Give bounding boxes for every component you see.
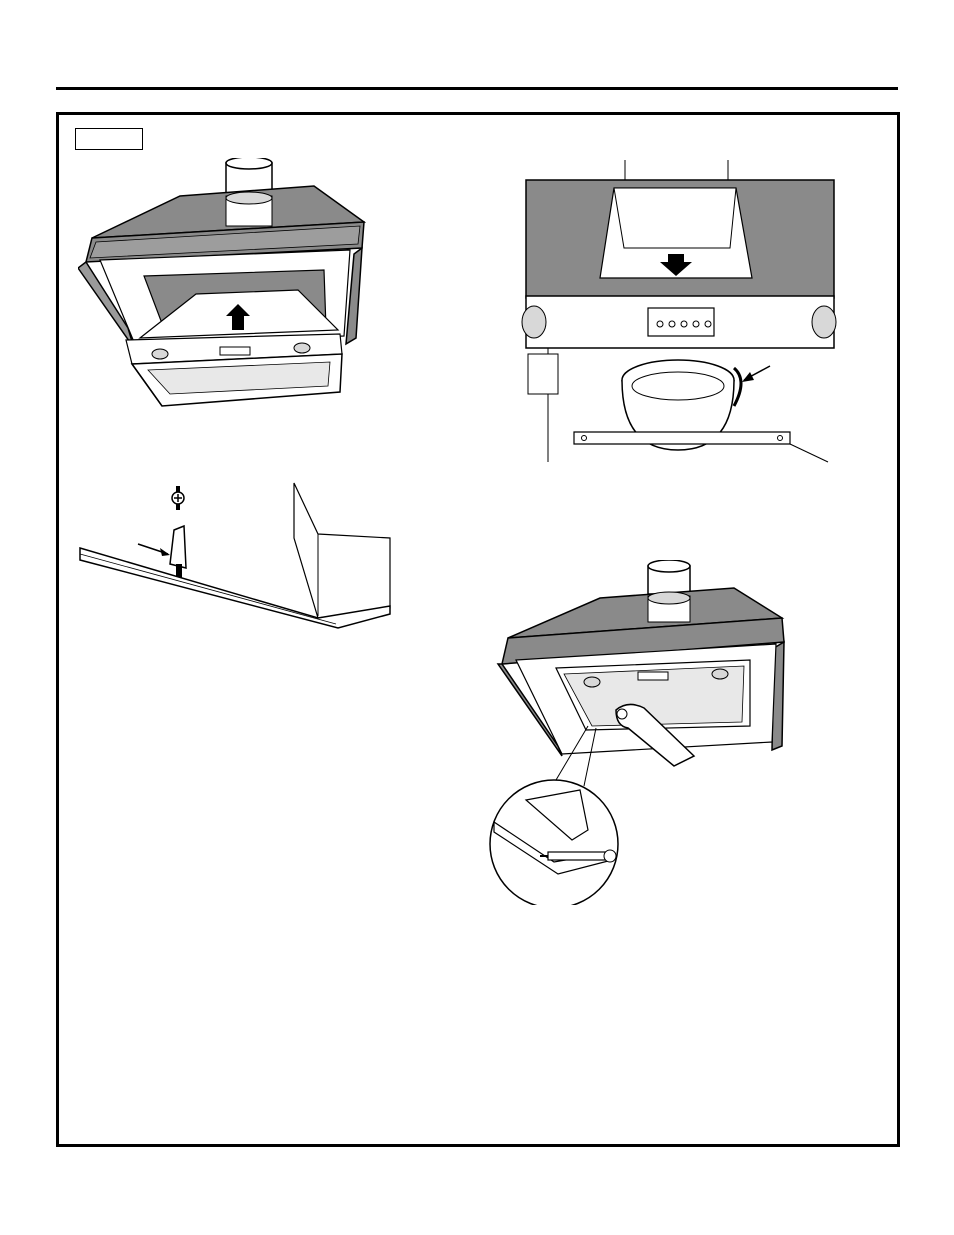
screwdriver-fastening-illustration — [488, 560, 798, 905]
figure-mounting-tab — [78, 478, 398, 648]
hood-liner-insert-illustration — [78, 158, 378, 418]
figure-insert-blower — [78, 158, 378, 418]
figure-duct-connection — [518, 158, 838, 468]
step-label-box — [75, 128, 143, 150]
header-rule — [56, 87, 898, 90]
figure-secure-screws — [488, 560, 798, 905]
duct-transition-illustration — [518, 158, 838, 468]
keyhole-screw-tab-illustration — [78, 478, 398, 648]
